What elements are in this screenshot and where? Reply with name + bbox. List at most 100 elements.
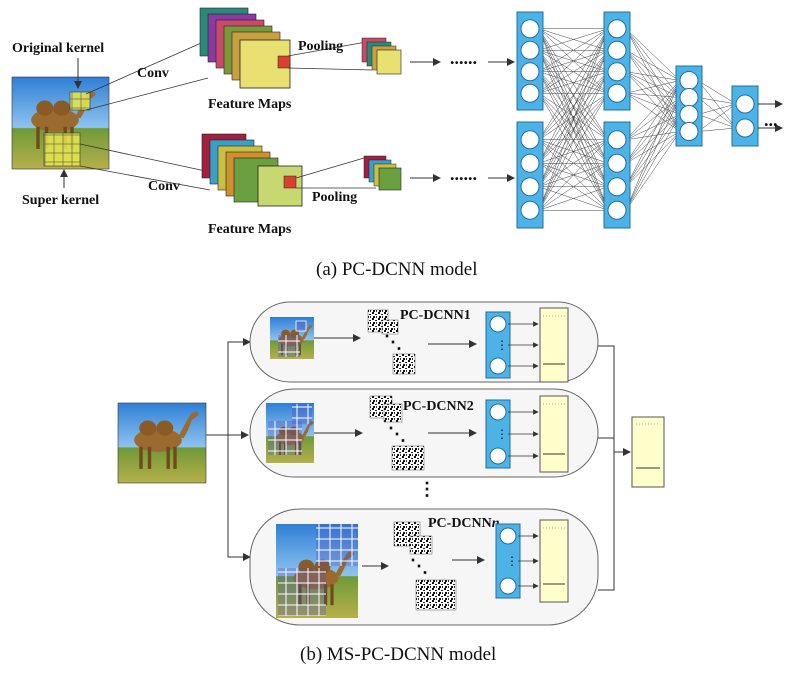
fc-node xyxy=(679,122,699,141)
fc-edge xyxy=(697,127,737,132)
fc-edge xyxy=(538,71,609,211)
fc-edge xyxy=(625,50,681,81)
label-original-kernel: Original kernel xyxy=(12,41,104,56)
fc-node xyxy=(520,83,540,103)
branch-output-vector xyxy=(539,307,569,383)
branch-pc-dcnn1: ⋱ PC-DCNN1 xyxy=(249,301,599,383)
fc-edge xyxy=(538,28,609,140)
caption-a: (a) PC-DCNN model xyxy=(316,259,477,280)
fc-edge xyxy=(538,28,609,211)
branch-node xyxy=(489,357,507,375)
branch-label-2: PC-DCNN2 xyxy=(403,399,474,414)
fc-edge xyxy=(538,28,609,187)
fc-edge xyxy=(625,80,681,187)
label-conv-top: Conv xyxy=(137,66,169,81)
fc-edge xyxy=(625,114,681,211)
fc-edge xyxy=(538,93,609,164)
fc-edge xyxy=(538,163,609,211)
label-super-kernel: Super kernel xyxy=(22,193,99,208)
caption-b: (b) MS-PC-DCNN model xyxy=(300,644,496,665)
fc-edge xyxy=(625,71,681,115)
branch-node xyxy=(489,403,507,421)
fc-edge xyxy=(538,93,609,187)
fc-edge xyxy=(625,114,681,140)
feature-maps-top xyxy=(199,7,291,89)
fc-node xyxy=(735,94,755,114)
fc-edge xyxy=(625,97,681,164)
fc-edge xyxy=(625,28,681,81)
fc-edge xyxy=(625,28,681,115)
branch-pc-dcnn2: ⋱ PC-DCNN2 xyxy=(249,388,599,478)
fc-edge xyxy=(538,28,609,72)
branch-node xyxy=(499,527,517,545)
fc-node xyxy=(607,19,627,39)
fc-edge xyxy=(625,80,681,164)
branch-output-vector xyxy=(539,519,569,603)
panel-a: Original kernel Super kernel Conv Conv F… xyxy=(11,7,783,280)
fc-edge xyxy=(538,186,609,211)
fc-edge xyxy=(538,71,609,94)
fc-edge xyxy=(625,28,681,132)
branch-label-n: PC-DCNNn xyxy=(428,516,500,531)
pooled-maps-bottom xyxy=(363,155,402,191)
fc-edge xyxy=(538,71,609,164)
fc-edge xyxy=(697,97,737,129)
fc-node xyxy=(607,83,627,103)
fc-edge xyxy=(625,131,681,187)
input-image-a xyxy=(11,76,110,170)
fc-edge xyxy=(538,93,609,140)
fc-node xyxy=(520,153,540,173)
fc-node xyxy=(520,62,540,82)
svg-text:⋱: ⋱ xyxy=(384,332,402,352)
fc-edge xyxy=(625,131,681,140)
svg-text:⋱: ⋱ xyxy=(388,424,406,444)
fc-edge xyxy=(538,71,609,187)
fc-edge xyxy=(538,71,609,140)
fc-node xyxy=(520,19,540,39)
fc-node xyxy=(520,40,540,60)
fc-edge xyxy=(697,103,737,115)
fc-edge xyxy=(625,71,681,81)
branch-label-1: PC-DCNN1 xyxy=(400,308,471,323)
final-output-vector xyxy=(631,416,665,488)
branch-node xyxy=(489,447,507,465)
fc-node xyxy=(679,105,699,124)
branch-node xyxy=(489,315,507,333)
fc-edge xyxy=(538,28,609,164)
fc-edge xyxy=(697,80,737,105)
fc-edge xyxy=(538,50,609,211)
branch-node xyxy=(499,577,517,595)
branch-node-dots: ⋮ xyxy=(506,554,518,568)
fc-node xyxy=(520,130,540,150)
fc-node xyxy=(520,177,540,197)
fc-edge xyxy=(538,139,609,187)
label-feature-maps-top: Feature Maps xyxy=(208,97,292,112)
fc-edge xyxy=(625,93,681,115)
fc-node xyxy=(679,88,699,107)
fc-edge xyxy=(625,50,681,98)
fc-edge xyxy=(625,97,681,187)
branch-output-vector xyxy=(539,395,569,473)
fc-edge xyxy=(697,114,737,129)
fc-edge xyxy=(538,139,609,211)
fc-edge xyxy=(625,80,681,94)
fc-edge xyxy=(697,103,737,132)
vertical-dots-branches: ⋮ xyxy=(418,479,436,499)
svg-text:⋱: ⋱ xyxy=(410,556,428,576)
input-image-b xyxy=(117,402,207,484)
pooled-maps-top xyxy=(361,37,402,75)
fc-edge xyxy=(625,114,681,164)
fc-node xyxy=(607,200,627,220)
fc-edge xyxy=(625,28,681,98)
fc-edge xyxy=(538,50,609,187)
fc-edge xyxy=(625,50,681,115)
fc-edge xyxy=(538,28,609,94)
fc-edge xyxy=(625,80,681,211)
fc-edge xyxy=(538,93,609,211)
label-pooling-top: Pooling xyxy=(298,39,343,54)
fully-connected-network xyxy=(516,11,783,229)
feature-maps-bottom xyxy=(201,133,303,207)
fc-edge xyxy=(538,28,609,51)
